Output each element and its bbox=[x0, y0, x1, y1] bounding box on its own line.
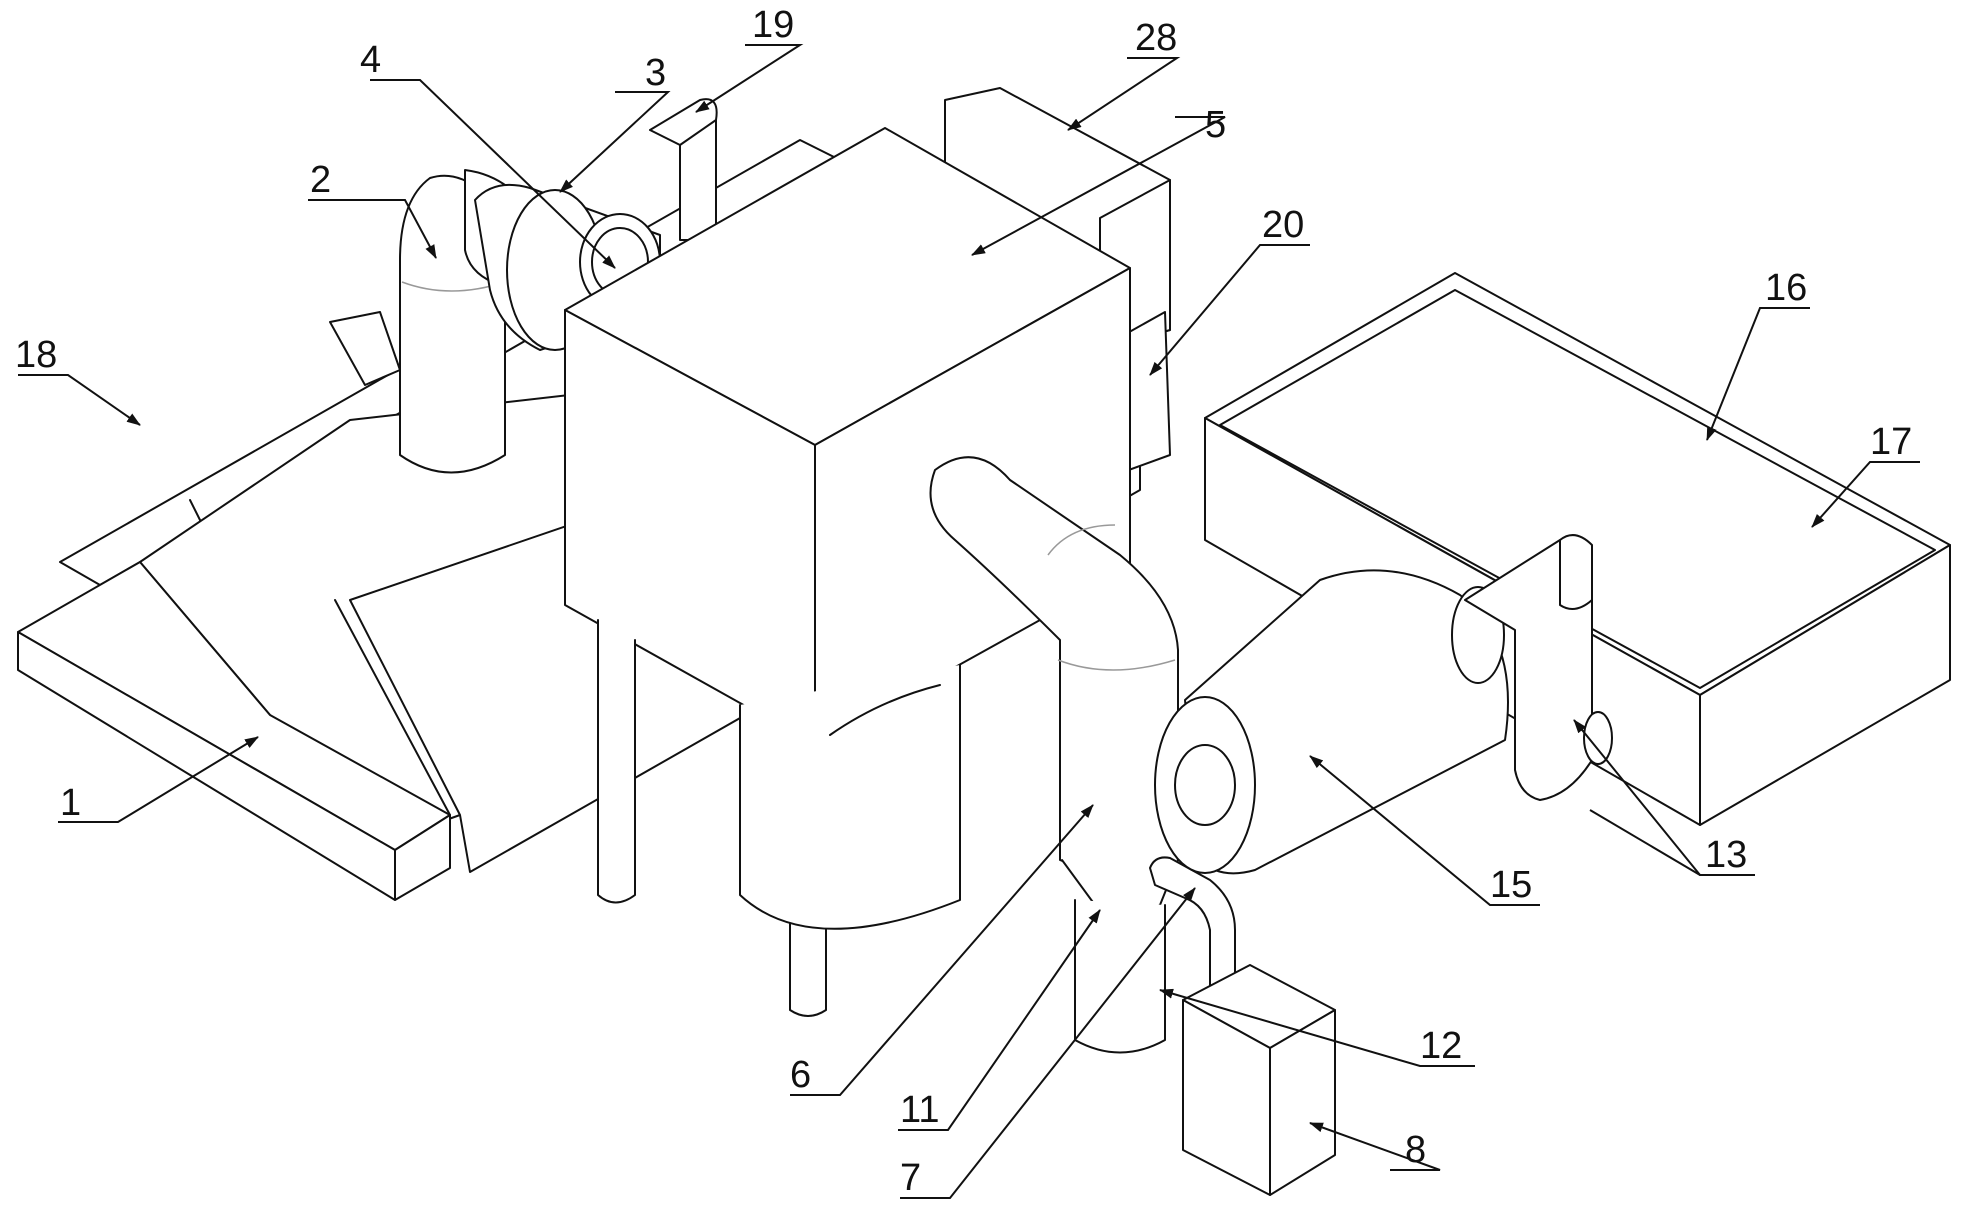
label-15: 15 bbox=[1490, 864, 1532, 906]
reference-numerals: 1 2 3 4 5 6 7 8 11 12 13 15 16 17 18 19 … bbox=[15, 4, 1912, 1199]
pipe-13 bbox=[1464, 534, 1613, 801]
drum-15 bbox=[1154, 569, 1509, 875]
inlet-flap bbox=[329, 311, 401, 386]
label-1: 1 bbox=[60, 782, 81, 824]
label-6: 6 bbox=[790, 1054, 811, 1096]
label-3: 3 bbox=[645, 52, 666, 94]
pipe-6 bbox=[929, 456, 1179, 891]
leader-lines bbox=[18, 44, 1920, 1199]
label-2: 2 bbox=[310, 159, 331, 201]
label-17: 17 bbox=[1870, 421, 1912, 463]
label-4: 4 bbox=[360, 39, 381, 81]
label-13: 13 bbox=[1705, 834, 1747, 876]
label-5: 5 bbox=[1205, 104, 1226, 146]
box-8 bbox=[1182, 964, 1336, 1196]
label-8: 8 bbox=[1405, 1129, 1426, 1171]
label-7: 7 bbox=[900, 1157, 921, 1199]
separator-11 bbox=[1061, 859, 1179, 1054]
label-28: 28 bbox=[1135, 17, 1177, 59]
label-19: 19 bbox=[752, 4, 794, 46]
label-16: 16 bbox=[1765, 267, 1807, 309]
pipe-7 bbox=[1149, 856, 1236, 991]
box-supports bbox=[597, 619, 961, 1017]
label-20: 20 bbox=[1262, 204, 1304, 246]
label-12: 12 bbox=[1420, 1025, 1462, 1067]
pipe-19 bbox=[649, 98, 718, 241]
label-18: 18 bbox=[15, 334, 57, 376]
main-box-5 bbox=[564, 127, 1131, 746]
label-11: 11 bbox=[900, 1089, 939, 1131]
